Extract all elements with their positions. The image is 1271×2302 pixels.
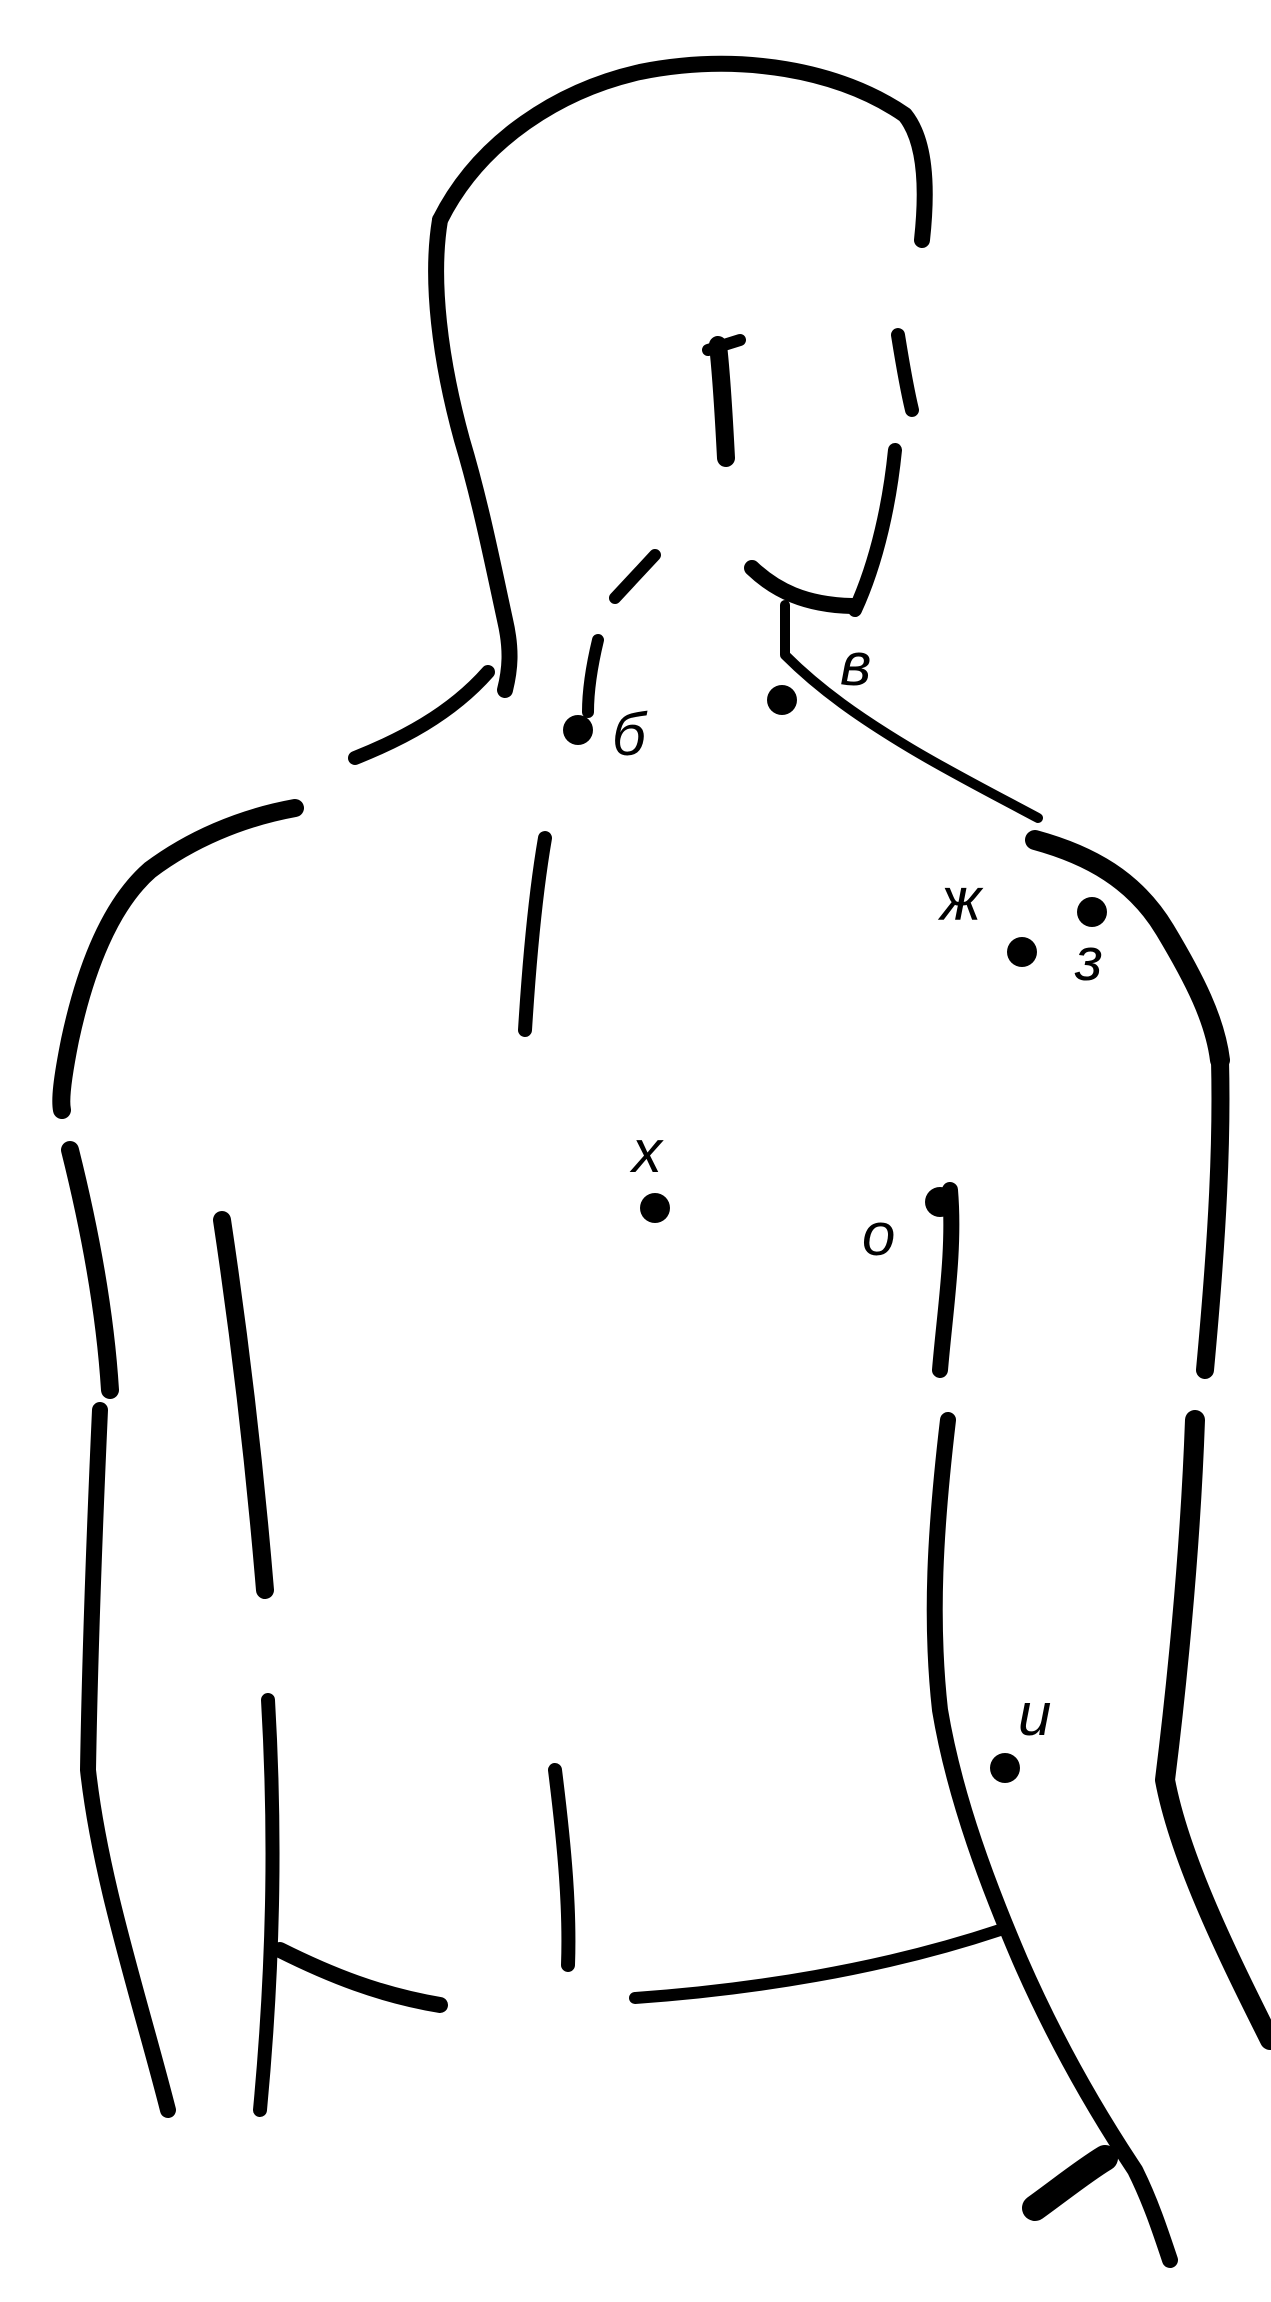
point-v-label: в [840, 631, 871, 698]
face-upper-line [898, 335, 912, 410]
chin-line [752, 568, 852, 606]
right-arm-outer-upper [1205, 1060, 1220, 1370]
right-chest-line [940, 1190, 951, 1370]
neck-left-line [588, 640, 598, 712]
point-b-label: б [612, 701, 648, 768]
hand-mark [1035, 2158, 1105, 2208]
waist-right-line [635, 1930, 1000, 1998]
ear-mark [718, 345, 726, 458]
sternum-upper-line [525, 838, 545, 1030]
left-arm-outer-upper [70, 1150, 110, 1390]
right-neck-shoulder-line [785, 605, 1038, 818]
point-z-dot [1077, 897, 1107, 927]
point-h-label: х [629, 1118, 664, 1185]
abdomen-line [555, 1770, 568, 1965]
left-arm-outer-lower [88, 1410, 168, 2110]
head-back-line [436, 220, 509, 690]
left-shoulder-curve [61, 808, 295, 1110]
point-h-dot [640, 1193, 670, 1223]
point-i-label: и [1018, 1681, 1051, 1748]
waist-left-line [280, 1950, 440, 2005]
points-layer: б в ж з х о и [563, 631, 1107, 1783]
point-v-dot [767, 685, 797, 715]
point-o-label: о [862, 1201, 895, 1268]
point-z-label: з [1074, 926, 1103, 993]
body-outline [61, 64, 1270, 2260]
left-arm-inner-lower [260, 1700, 273, 2110]
head-top-line [440, 64, 925, 240]
left-arm-inner-upper [222, 1220, 265, 1590]
point-o-dot [925, 1187, 955, 1217]
neck-back-curve [355, 672, 488, 758]
point-zh-dot [1007, 937, 1037, 967]
right-arm-outer-lower [1165, 1420, 1270, 2040]
point-i-dot [990, 1753, 1020, 1783]
right-arm-inner-line [935, 1420, 1170, 2260]
point-zh-label: ж [937, 866, 984, 933]
right-shoulder-curve [1035, 840, 1220, 1060]
neck-left-short [615, 555, 655, 598]
point-b-dot [563, 715, 593, 745]
face-lower-line [855, 450, 895, 610]
